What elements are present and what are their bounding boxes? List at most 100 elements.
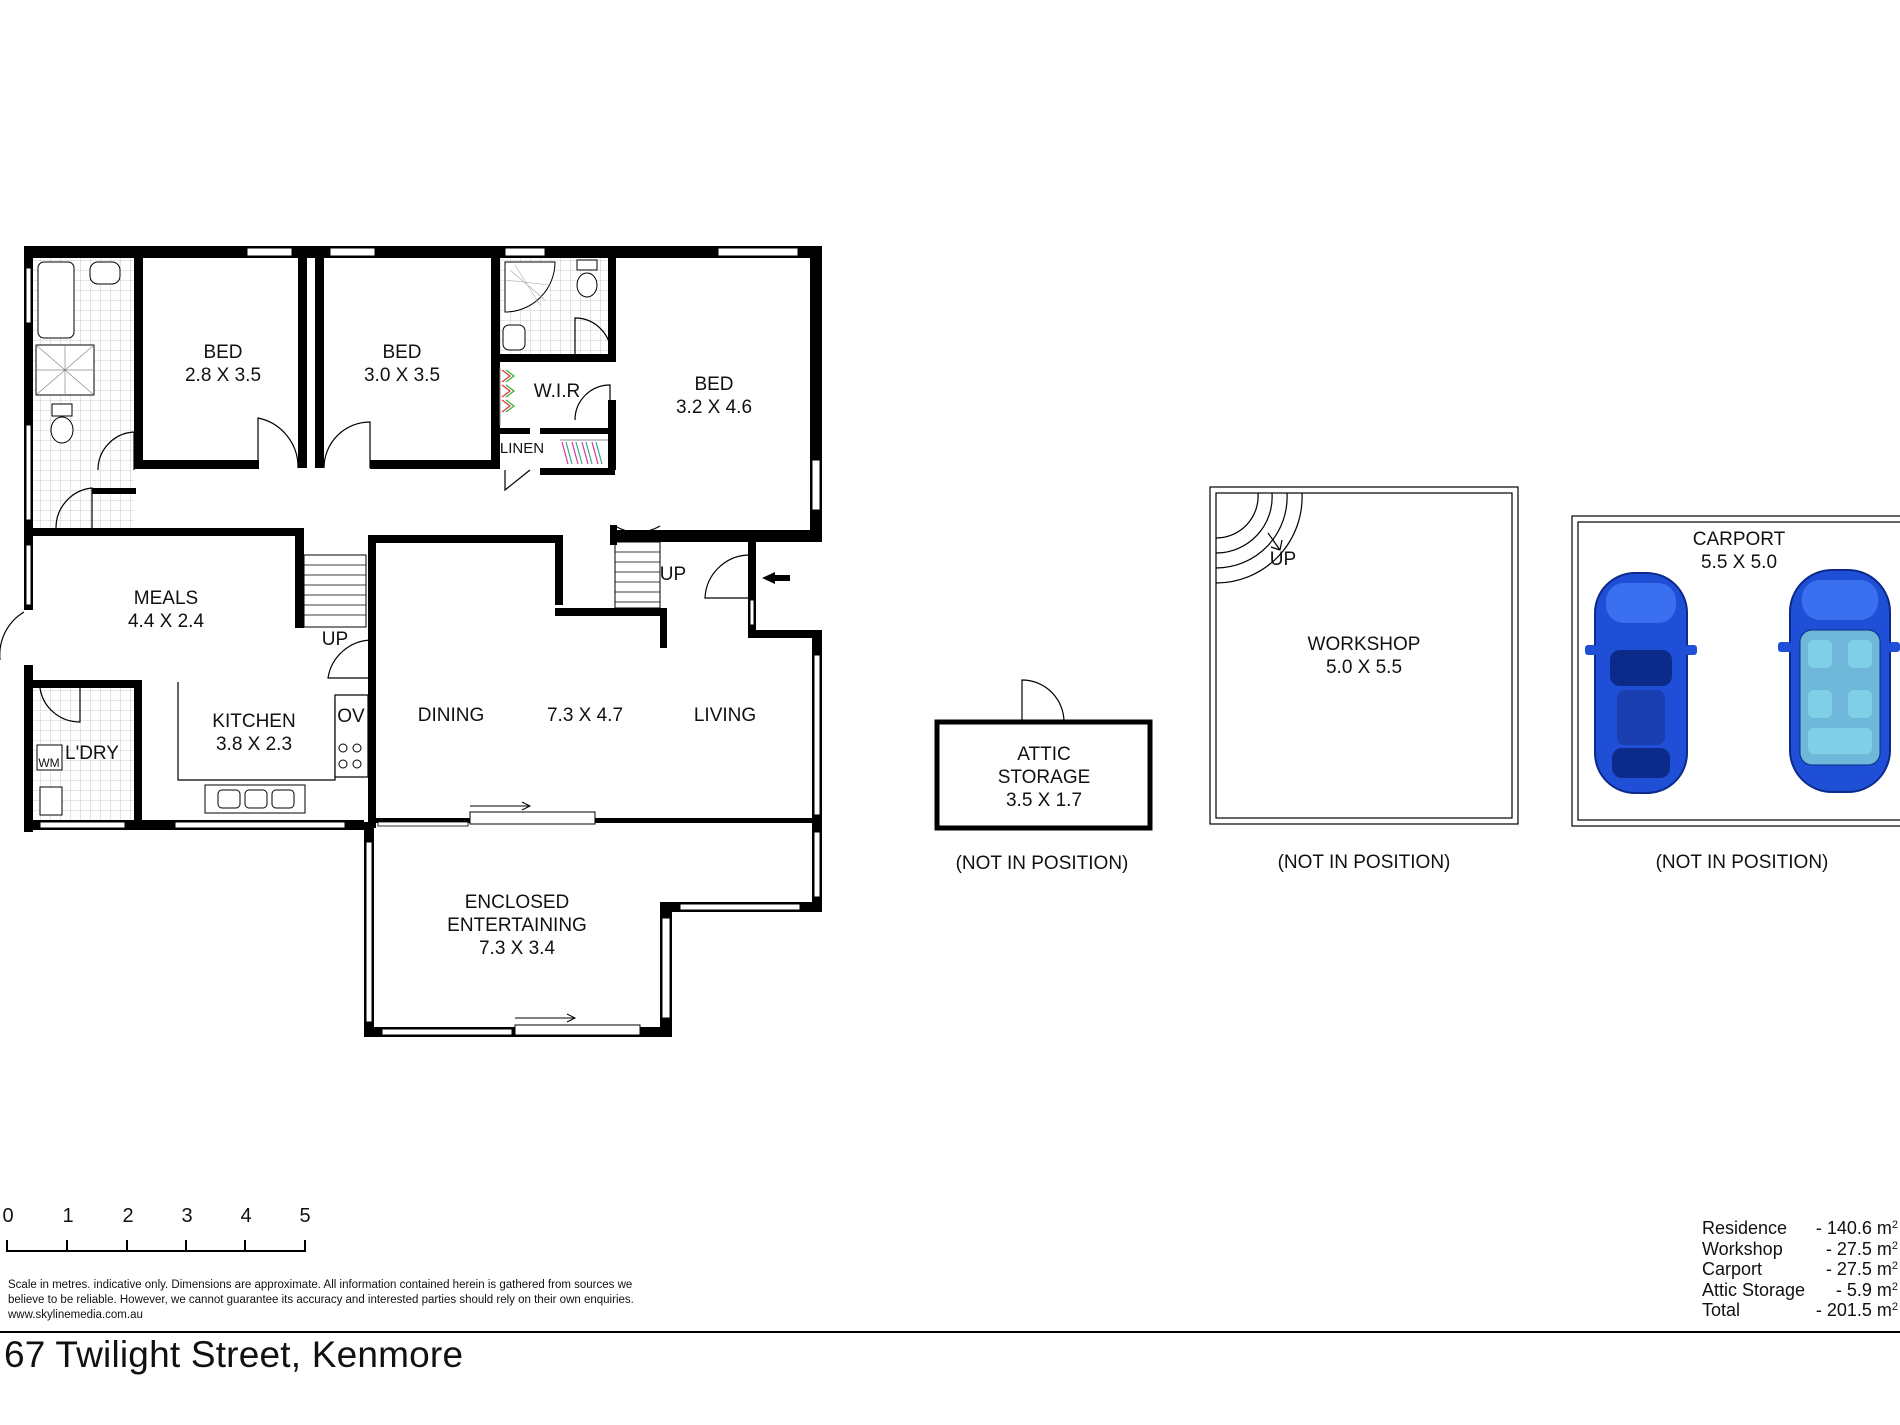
wall-bed1-left <box>134 258 143 468</box>
main-house <box>0 246 822 1037</box>
wall <box>555 535 563 605</box>
carport: CARPORT 5.5 X 5.0 (NOT IN POSITION) <box>1571 515 1900 873</box>
kitchen-name: KITCHEN <box>212 711 295 732</box>
wall <box>748 630 822 638</box>
workshop-note: (NOT IN POSITION) <box>1278 852 1451 873</box>
area-label: Total <box>1702 1300 1741 1320</box>
wall-bed1-right <box>298 258 307 468</box>
workshop-size: 5.0 X 5.5 <box>1326 657 1402 678</box>
slide-arrow-icon <box>515 1013 577 1023</box>
linen-label: LINEN <box>500 440 544 457</box>
wall <box>376 818 822 823</box>
area-row-attic: Attic Storage - 5.9 m2 <box>1702 1280 1898 1301</box>
window <box>365 841 373 1023</box>
window <box>661 917 671 1019</box>
sliding-door <box>514 1024 641 1036</box>
sink-bowl <box>244 789 268 809</box>
disclaimer: Scale in metres. indicative only. Dimens… <box>8 1278 728 1323</box>
wall <box>540 468 615 475</box>
scale-label: 0 <box>2 1205 14 1227</box>
car-icon <box>1585 572 1697 794</box>
door-swing <box>0 611 25 660</box>
area-row-workshop: Workshop - 27.5 m2 <box>1702 1239 1898 1260</box>
area-label: Workshop <box>1702 1238 1783 1259</box>
attic-storage: ATTIC STORAGE 3.5 X 1.7 (NOT IN POSITION… <box>934 679 1153 874</box>
window <box>813 831 821 898</box>
carport-note: (NOT IN POSITION) <box>1656 852 1829 873</box>
toilet <box>576 272 598 298</box>
wall <box>500 354 616 362</box>
area-value: - 201.5 m <box>1815 1300 1892 1320</box>
scale-bar: 0 1 2 3 4 5 <box>0 1205 330 1265</box>
window <box>174 821 346 829</box>
wall <box>555 608 665 616</box>
wall <box>368 535 376 775</box>
door-opening <box>20 610 36 665</box>
bathtub <box>37 261 75 339</box>
scale-label: 3 <box>181 1205 193 1227</box>
door-swing <box>39 687 81 723</box>
sliding-door <box>469 811 596 825</box>
door-swing <box>257 417 299 469</box>
meals-size: 4.4 X 2.4 <box>128 611 204 632</box>
scale-label: 4 <box>240 1205 252 1227</box>
wall <box>92 488 136 494</box>
wall <box>660 608 667 648</box>
wall-bed1-bottom <box>134 460 259 469</box>
area-row-carport: Carport - 27.5 m2 <box>1702 1259 1898 1280</box>
wall <box>748 535 756 595</box>
area-row-total: Total - 201.5 m2 <box>1702 1300 1898 1321</box>
slide-arrow-icon <box>470 801 532 811</box>
carport-name: CARPORT <box>1693 529 1786 550</box>
entertaining-line1: ENCLOSED <box>465 892 570 913</box>
living-dining-size: 7.3 X 4.7 <box>547 705 623 726</box>
area-unit: 2 <box>1891 1219 1898 1231</box>
window <box>25 424 32 521</box>
area-row-residence: Residence - 140.6 m2 <box>1702 1218 1898 1239</box>
laundry-tub <box>39 786 63 816</box>
basin <box>502 324 526 351</box>
door-swing <box>1021 679 1065 723</box>
toilet <box>50 416 74 444</box>
shower-lines <box>504 264 551 306</box>
room-labels: BED 2.8 X 3.5 BED 3.0 X 3.5 BED 3.2 X 4.… <box>38 342 756 959</box>
carport-size: 5.5 X 5.0 <box>1701 552 1777 573</box>
area-value: - 27.5 m <box>1825 1259 1892 1279</box>
window <box>377 821 469 827</box>
area-summary: Residence - 140.6 m2 Workshop - 27.5 m2 … <box>1702 1218 1898 1321</box>
meals-name: MEALS <box>134 588 198 609</box>
area-unit: 2 <box>1891 1280 1898 1293</box>
shower-drain-lines <box>35 344 95 396</box>
door-swing <box>574 384 611 421</box>
bed3-name: BED <box>694 374 733 395</box>
wall-bed2-bottom <box>370 460 500 469</box>
linen-door <box>504 469 531 492</box>
area-value: - 5.9 m <box>1835 1279 1892 1300</box>
oven-cabinet <box>334 694 369 778</box>
living-label: LIVING <box>694 705 756 726</box>
door-swing <box>574 317 612 355</box>
wall-left <box>24 246 33 832</box>
cooktop-icon <box>338 743 362 769</box>
bed1-size: 2.8 X 3.5 <box>185 365 261 386</box>
scale-tick <box>244 1240 246 1251</box>
area-value: - 27.5 m <box>1825 1238 1892 1259</box>
attic-note: (NOT IN POSITION) <box>956 853 1129 874</box>
toilet-cistern <box>576 259 598 271</box>
door-swing <box>327 639 373 679</box>
wall-bed2-left <box>315 258 324 468</box>
window <box>246 247 293 257</box>
website-link[interactable]: www.skylinemedia.com.au <box>8 1309 143 1321</box>
window <box>381 1028 513 1036</box>
scale-tick <box>185 1240 187 1251</box>
wall <box>610 525 617 545</box>
workshop-name: WORKSHOP <box>1308 634 1421 655</box>
area-label: Attic Storage <box>1702 1279 1806 1300</box>
scale-label: 2 <box>122 1205 134 1227</box>
scale-line <box>6 1250 306 1252</box>
toilet-cistern <box>51 403 73 417</box>
workshop-up-label: UP <box>1270 549 1296 570</box>
sink-bowl <box>271 789 295 809</box>
window <box>25 267 32 324</box>
area-unit: 2 <box>1891 1239 1898 1252</box>
